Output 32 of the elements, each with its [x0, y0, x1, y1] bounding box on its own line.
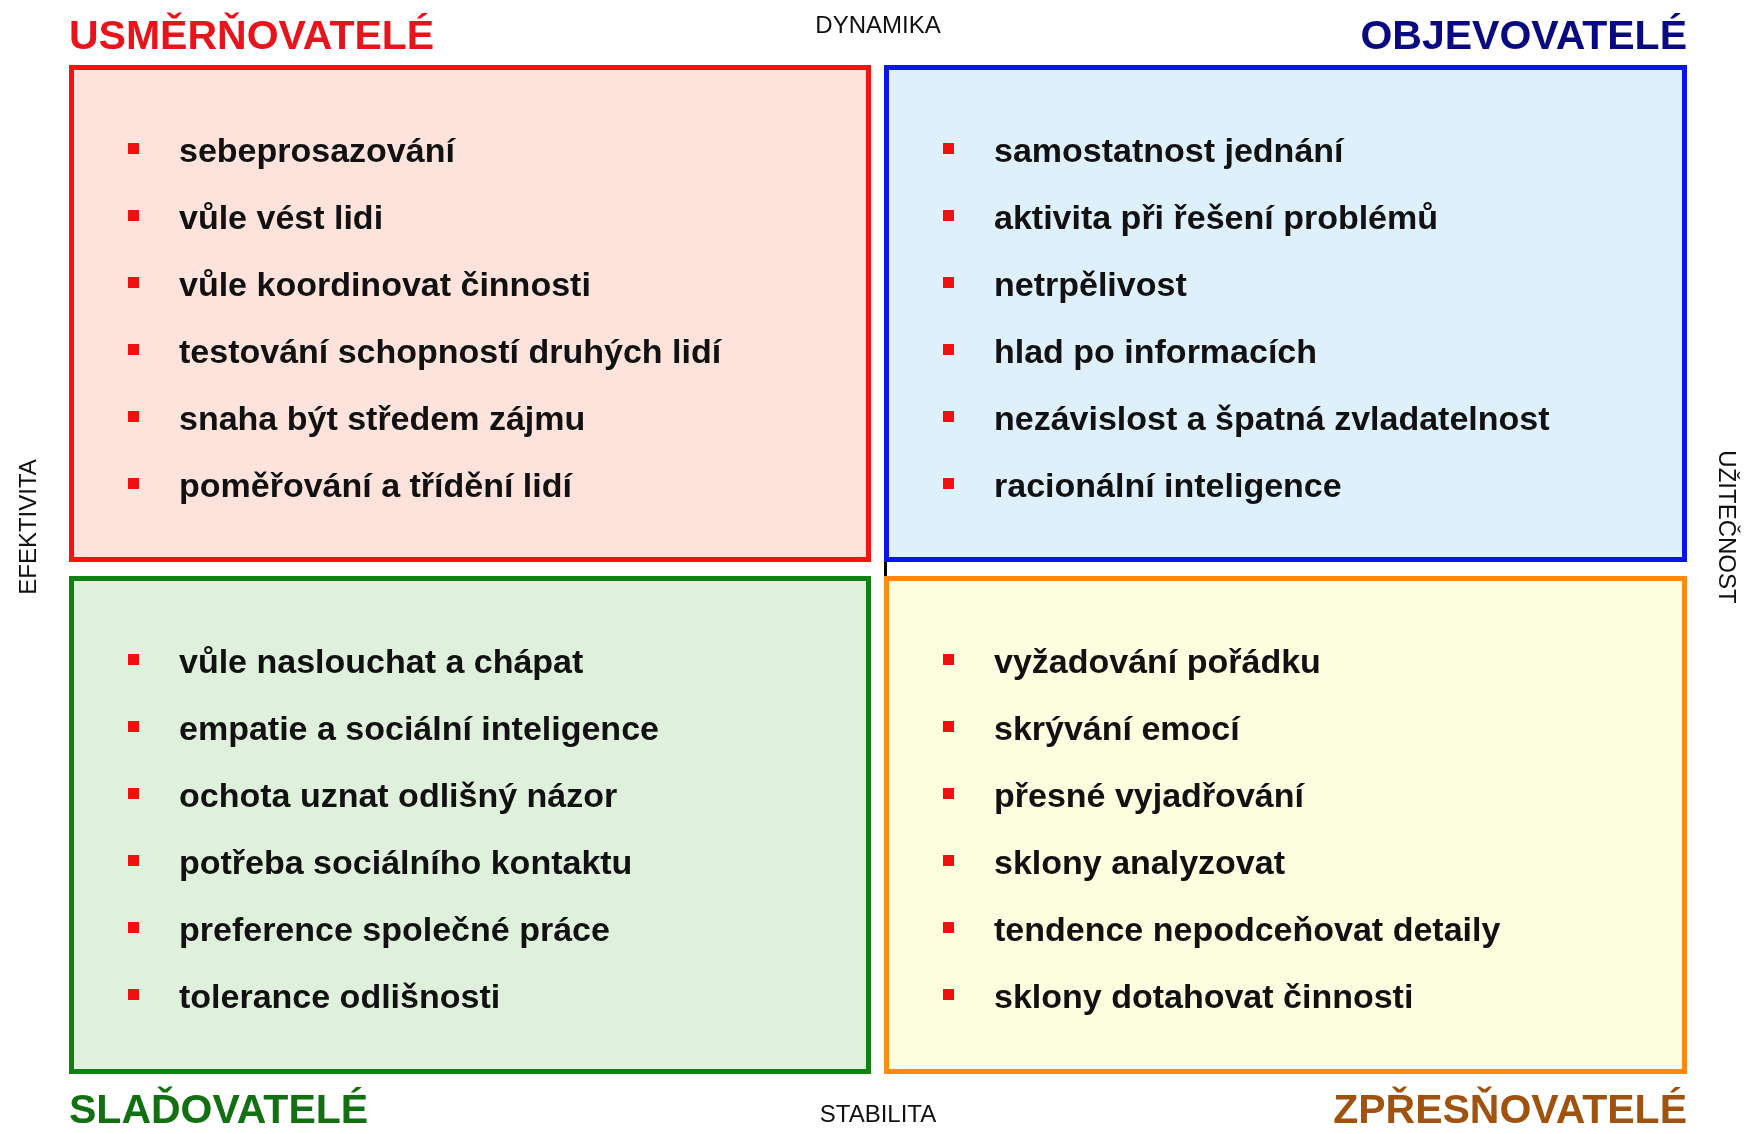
- axis-label: UŽITEČNOST: [1713, 450, 1741, 604]
- list-item-text: přesné vyjadřování: [994, 775, 1304, 815]
- list-item-text: skrývání emocí: [994, 708, 1240, 748]
- list-item-text: ochota uznat odlišný názor: [179, 775, 618, 815]
- list-item-text: aktivita při řešení problémů: [994, 197, 1439, 237]
- list-item-text: potřeba sociálního kontaktu: [179, 842, 633, 882]
- quadrant-heading: SLAĎOVATELÉ: [69, 1086, 369, 1132]
- quadrant-heading: OBJEVOVATELÉ: [1360, 12, 1687, 58]
- list-item-text: vůle vést lidi: [179, 197, 384, 237]
- list-item-text: tendence nepodceňovat detaily: [994, 909, 1501, 949]
- list-item-text: sebeprosazování: [179, 130, 455, 170]
- axis-label: DYNAMIKA: [815, 11, 941, 39]
- list-item-text: samostatnost jednání: [994, 130, 1344, 170]
- list-item-text: sklony analyzovat: [994, 842, 1285, 882]
- list-item-text: nezávislost a špatná zvladatelnost: [994, 398, 1550, 438]
- list-item-text: sklony dotahovat činnosti: [994, 976, 1414, 1016]
- axis-label: STABILITA: [819, 1100, 937, 1128]
- quadrant-heading: ZPŘESŇOVATELÉ: [1333, 1086, 1687, 1132]
- list-item-text: vůle koordinovat činnosti: [179, 264, 591, 304]
- list-item-text: vyžadování pořádku: [994, 641, 1321, 681]
- list-item-text: racionální inteligence: [994, 465, 1342, 505]
- list-item-text: netrpělivost: [994, 264, 1187, 304]
- list-item-text: testování schopností druhých lidí: [179, 331, 722, 371]
- list-item-text: poměřování a třídění lidí: [179, 465, 572, 505]
- list-item-text: hlad po informacích: [994, 331, 1318, 371]
- list-item-text: empatie a sociální inteligence: [179, 708, 659, 748]
- quadrant-heading: USMĚRŇOVATELÉ: [69, 12, 435, 58]
- list-item-text: preference společné práce: [179, 909, 610, 949]
- axis-label: EFEKTIVITA: [14, 459, 42, 595]
- list-item-text: tolerance odlišnosti: [179, 976, 501, 1016]
- list-item-text: vůle naslouchat a chápat: [179, 641, 584, 681]
- list-item-text: snaha být středem zájmu: [179, 398, 586, 438]
